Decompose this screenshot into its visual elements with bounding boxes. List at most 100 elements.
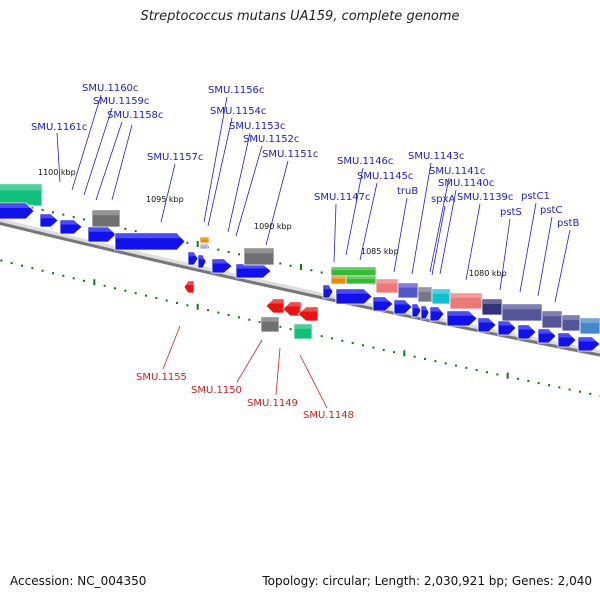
- gene-highlight: [189, 253, 197, 257]
- tick-mark: [496, 373, 499, 376]
- gene-highlight: [395, 301, 411, 305]
- gene-label[interactable]: pstC: [540, 205, 562, 216]
- leader-line: [83, 107, 113, 196]
- tick-mark: [83, 279, 85, 282]
- gene-arrow: [411, 303, 422, 318]
- gene-highlight: [483, 300, 501, 304]
- tick-mark: [579, 390, 581, 393]
- gene-label[interactable]: SMU.1149: [247, 398, 298, 409]
- leader-line: [439, 189, 457, 275]
- tick-mark: [372, 346, 375, 349]
- tick-mark: [589, 392, 592, 395]
- gene-label[interactable]: spxA: [431, 194, 455, 205]
- gene-highlight: [0, 204, 33, 208]
- gene-label[interactable]: pstS: [500, 207, 522, 218]
- leader-line: [499, 218, 511, 291]
- scale-ticks: [0, 199, 600, 397]
- tick-mark: [52, 211, 54, 214]
- gene-label[interactable]: SMU.1160c: [82, 83, 138, 94]
- gene-label[interactable]: SMU.1140c: [438, 178, 494, 189]
- gene-label[interactable]: SMU.1141c: [429, 166, 485, 177]
- gene-highlight: [563, 316, 579, 320]
- gene-label[interactable]: SMU.1157c: [147, 152, 203, 163]
- gene-highlight: [185, 282, 193, 285]
- tick-mark: [103, 284, 106, 287]
- tick-mark: [62, 274, 65, 277]
- leader-line: [162, 325, 181, 370]
- gene-arrow: [0, 202, 35, 220]
- gene-arrow: [59, 219, 83, 235]
- scale-labels: 1100 kbp 1095 kbp 1090 kbp 1085 kbp 1080…: [38, 168, 507, 278]
- gene-arrow: [393, 299, 413, 315]
- feature-block: [91, 209, 121, 228]
- tick-mark: [444, 362, 447, 365]
- gene-label[interactable]: pstC1: [521, 191, 550, 202]
- gene-label[interactable]: SMU.1153c: [229, 121, 285, 132]
- gene-arrow: [335, 288, 373, 305]
- gene-arrow: [446, 310, 478, 327]
- tick-mark: [124, 227, 127, 230]
- tick-mark: [165, 299, 168, 302]
- gene-label[interactable]: SMU.1143c: [408, 151, 464, 162]
- tick-mark: [124, 289, 127, 292]
- tick-mark: [155, 297, 158, 300]
- tick-mark: [10, 262, 13, 265]
- gene-highlight: [399, 284, 417, 288]
- gene-label[interactable]: truB: [397, 186, 418, 197]
- gene-label[interactable]: SMU.1151c: [262, 149, 318, 160]
- gene-arrow: [517, 324, 537, 340]
- leader-line: [465, 203, 481, 281]
- gene-label[interactable]: SMU.1145c: [357, 171, 413, 182]
- gene-label[interactable]: SMU.1156c: [208, 85, 264, 96]
- gene-arrow: [420, 305, 430, 320]
- label-leaders: [56, 94, 571, 409]
- gene-highlight: [347, 277, 375, 279]
- tick-mark: [331, 337, 333, 340]
- gene-arrow: [114, 232, 186, 251]
- tick-mark: [72, 216, 75, 219]
- feature-block: [0, 183, 43, 207]
- leader-line: [519, 202, 537, 293]
- gene-label[interactable]: SMU.1146c: [337, 156, 393, 167]
- gene-label[interactable]: SMU.1152c: [243, 134, 299, 145]
- tick-mark: [248, 318, 251, 321]
- gene-highlight: [93, 211, 119, 216]
- gene-highlight: [199, 256, 205, 260]
- leader-line: [554, 229, 571, 303]
- gene-label[interactable]: SMU.1150: [191, 385, 242, 396]
- tick-mark: [300, 264, 302, 270]
- gene-label[interactable]: SMU.1154c: [210, 106, 266, 117]
- tick-mark: [424, 357, 426, 360]
- tick-mark: [83, 218, 85, 221]
- tick-mark: [320, 335, 323, 338]
- feature-block: [199, 236, 210, 244]
- gene-label[interactable]: SMU.1159c: [93, 96, 149, 107]
- gene-label[interactable]: SMU.1139c: [457, 192, 513, 203]
- leader-line: [333, 203, 337, 263]
- gene-labels: SMU.1161c SMU.1160c SMU.1159c SMU.1158c …: [31, 83, 579, 421]
- tick-mark: [568, 388, 571, 391]
- gene-label[interactable]: SMU.1147c: [314, 192, 370, 203]
- tick-mark: [196, 303, 199, 310]
- gene-highlight: [499, 322, 515, 326]
- gene-label[interactable]: SMU.1161c: [31, 122, 87, 133]
- tick-mark: [217, 248, 220, 251]
- tick-mark: [434, 360, 437, 363]
- tick-mark: [41, 269, 44, 272]
- tick-mark: [31, 267, 34, 270]
- gene-arrow: [577, 336, 600, 352]
- gene-highlight: [581, 319, 599, 323]
- gene-label[interactable]: SMU.1155: [136, 372, 187, 383]
- gene-arrow: [429, 306, 445, 322]
- scale-label: 1085 kbp: [361, 247, 399, 256]
- gene-label[interactable]: pstB: [557, 218, 579, 229]
- gene-label[interactable]: SMU.1158c: [107, 110, 163, 121]
- tick-mark: [413, 355, 416, 358]
- leader-line: [359, 182, 378, 261]
- leader-line: [275, 347, 281, 396]
- leader-line: [160, 163, 176, 223]
- tick-mark: [145, 294, 147, 297]
- gene-label[interactable]: SMU.1148: [303, 410, 354, 421]
- gene-features: [0, 183, 600, 352]
